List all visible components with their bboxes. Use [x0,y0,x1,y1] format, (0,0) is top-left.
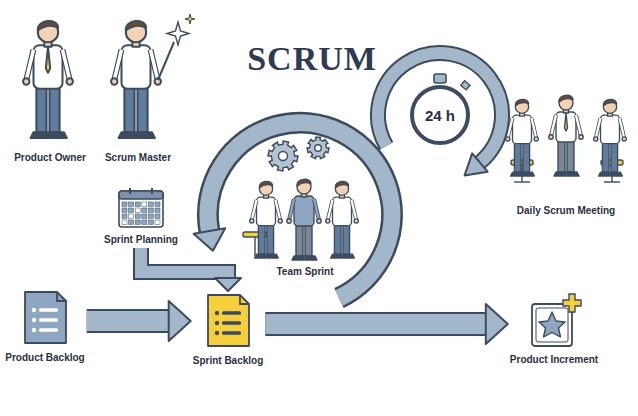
node-label: Product Backlog [5,352,84,363]
node-label: Product Increment [510,354,598,365]
node-label: 24 h [414,89,466,141]
node-label: Sprint Planning [104,234,178,245]
node-icon [530,300,578,348]
increment-node: Product Increment [530,300,578,348]
figure-label: Scrum Master [105,152,171,163]
stopwatch-node: 24 h [410,85,470,145]
backlog-node: Sprint Backlog [205,293,251,349]
flow-arrow [87,301,191,341]
node-icon [22,290,68,346]
calendar-node: Sprint Planning [118,188,164,228]
flow-arrow [141,248,241,291]
node-icon [205,293,251,349]
figure-label: Team Sprint [276,266,333,277]
node-label: Sprint Backlog [193,355,264,366]
figure-label: Daily Scrum Meeting [517,205,615,216]
backlog-node: Product Backlog [22,290,68,346]
diagram-title: SCRUM [247,40,377,78]
node-icon [118,188,164,228]
figure-label: Product Owner [14,152,86,163]
flow-arrow [265,304,508,344]
